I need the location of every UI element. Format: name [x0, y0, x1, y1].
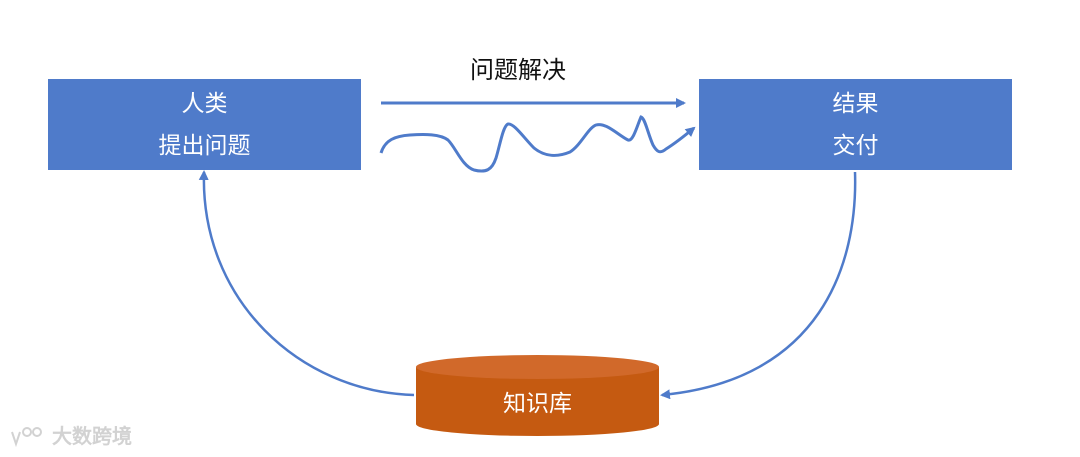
node-result-delivery: 结果 交付 [699, 79, 1012, 170]
feedback-arrow-result-to-db [660, 171, 857, 400]
node-human-line2: 提出问题 [158, 132, 251, 159]
winding-arrow [379, 115, 696, 173]
node-human-problem: 人类 提出问题 [48, 79, 361, 170]
solve-edge-label: 问题解决 [470, 56, 566, 84]
node-result-line2: 交付 [832, 132, 879, 159]
node-result-line1: 结果 [832, 90, 879, 117]
feedback-arrow-db-to-human [198, 170, 415, 397]
knowledge-base-label: 知识库 [503, 391, 572, 417]
watermark: 大数跨境 [8, 420, 132, 449]
knowledge-base-cylinder [416, 355, 659, 437]
logo-icon [11, 427, 42, 448]
cylinder-body [416, 367, 659, 437]
cylinder-top [416, 355, 659, 379]
node-human-line1: 人类 [181, 90, 228, 117]
watermark-text: 大数跨境 [52, 424, 132, 448]
